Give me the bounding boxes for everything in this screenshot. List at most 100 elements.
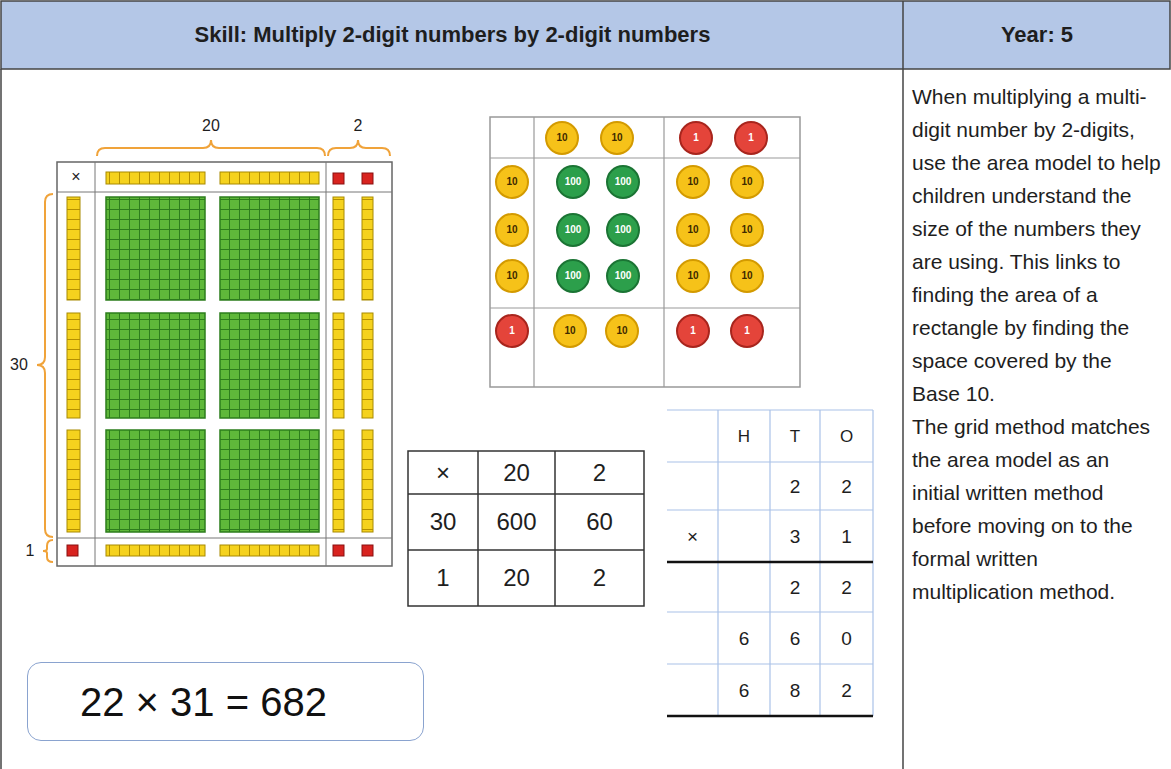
counter-value: 100 (615, 225, 632, 235)
place-value-counter: 100 (606, 259, 640, 293)
dimension-label: 1 (18, 541, 42, 561)
column-digit: 8 (770, 666, 820, 714)
column-digit: H (718, 412, 770, 460)
counter-value: 10 (687, 177, 698, 187)
column-digit: 2 (820, 464, 873, 508)
table-frame (408, 451, 644, 606)
counter-value: 10 (687, 225, 698, 235)
column-digit: 2 (770, 564, 820, 610)
place-value-counter: 100 (606, 165, 640, 199)
table-rule (554, 451, 556, 606)
place-value-counter: 1 (676, 314, 710, 348)
row-rule (667, 509, 873, 510)
row-rule (667, 611, 873, 612)
counter-value: 100 (565, 225, 582, 235)
row-rule (667, 409, 873, 410)
counter-grid (490, 117, 800, 387)
place-value-counter: 10 (730, 259, 764, 293)
grid-cell: 30 (408, 496, 478, 548)
column-digit: 1 (820, 512, 873, 560)
counter-value: 1 (690, 326, 696, 336)
column-digit: 6 (718, 614, 770, 662)
column-digit: T (770, 412, 820, 460)
model-divider (57, 192, 392, 193)
column-digit: 3 (770, 512, 820, 560)
hundred-flat (106, 197, 205, 300)
brace (37, 194, 53, 537)
ten-rod (220, 545, 319, 556)
table-rule (477, 451, 479, 606)
place-value-counter: 10 (600, 121, 634, 155)
grid-cell: 600 (478, 496, 555, 548)
column-digit: O (820, 412, 873, 460)
skill-title: Skill: Multiply 2-digit numbers by 2-dig… (4, 3, 901, 67)
place-value-counter: 1 (734, 121, 768, 155)
place-value-counter: 100 (606, 213, 640, 247)
counter-value: 1 (509, 326, 515, 336)
header-band (1, 1, 1170, 69)
grid-rule (490, 307, 800, 308)
description-text: When multiplying a multi-digit number by… (912, 80, 1162, 410)
ten-rod (333, 197, 344, 300)
brace (328, 140, 390, 156)
place-value-counter: 10 (553, 314, 587, 348)
description-column: When multiplying a multi-digit number by… (912, 80, 1162, 608)
counter-value: 10 (506, 177, 517, 187)
counter-value: 10 (556, 133, 567, 143)
table-rule (408, 549, 644, 551)
counter-value: 10 (741, 271, 752, 281)
ten-rod (333, 313, 344, 418)
unit-cube (362, 173, 373, 184)
column-method (667, 410, 873, 716)
column-digit: 2 (770, 464, 820, 508)
description-text: The grid method matches the area model a… (912, 410, 1162, 608)
column-digit: 0 (820, 614, 873, 662)
counter-value: 1 (744, 326, 750, 336)
place-value-counter: 10 (730, 213, 764, 247)
row-rule (667, 663, 873, 664)
place-value-counter: 10 (495, 213, 529, 247)
grid-cell: × (408, 453, 478, 492)
place-value-counter: 10 (676, 259, 710, 293)
column-digit: 6 (770, 614, 820, 662)
brace (43, 540, 53, 562)
place-value-counter: 10 (730, 165, 764, 199)
column-digit: 2 (820, 666, 873, 714)
counter-value: 10 (564, 326, 575, 336)
unit-cube (333, 545, 344, 556)
hundred-flat (106, 313, 205, 418)
model-divider (57, 538, 392, 539)
counter-value: 10 (506, 225, 517, 235)
counter-value: 10 (611, 133, 622, 143)
ten-rod (362, 197, 373, 300)
counter-value: 10 (616, 326, 627, 336)
unit-cube (333, 173, 344, 184)
place-value-counter: 1 (679, 121, 713, 155)
ten-rod (106, 172, 205, 184)
column-digit: 2 (820, 564, 873, 610)
total-rule (667, 561, 873, 564)
counter-value: 100 (565, 271, 582, 281)
total-rule (667, 715, 873, 718)
dimension-label: 2 (346, 116, 370, 136)
place-value-counter: 10 (495, 165, 529, 199)
hundred-flat (220, 197, 319, 300)
place-value-counter: 10 (605, 314, 639, 348)
grid-cell: 20 (478, 453, 555, 492)
hundred-flat (106, 430, 205, 532)
counter-value: 10 (741, 177, 752, 187)
place-value-counter: 100 (556, 259, 590, 293)
table-rule (0, 69, 2, 769)
model-frame (57, 162, 392, 566)
counter-value: 1 (693, 133, 699, 143)
column-digit: × (667, 512, 718, 560)
brace (97, 140, 325, 156)
ten-rod (67, 313, 80, 418)
hundred-flat (220, 430, 319, 532)
place-value-counter: 10 (676, 165, 710, 199)
hundred-flat (220, 313, 319, 418)
grid-cell: 2 (555, 453, 644, 492)
